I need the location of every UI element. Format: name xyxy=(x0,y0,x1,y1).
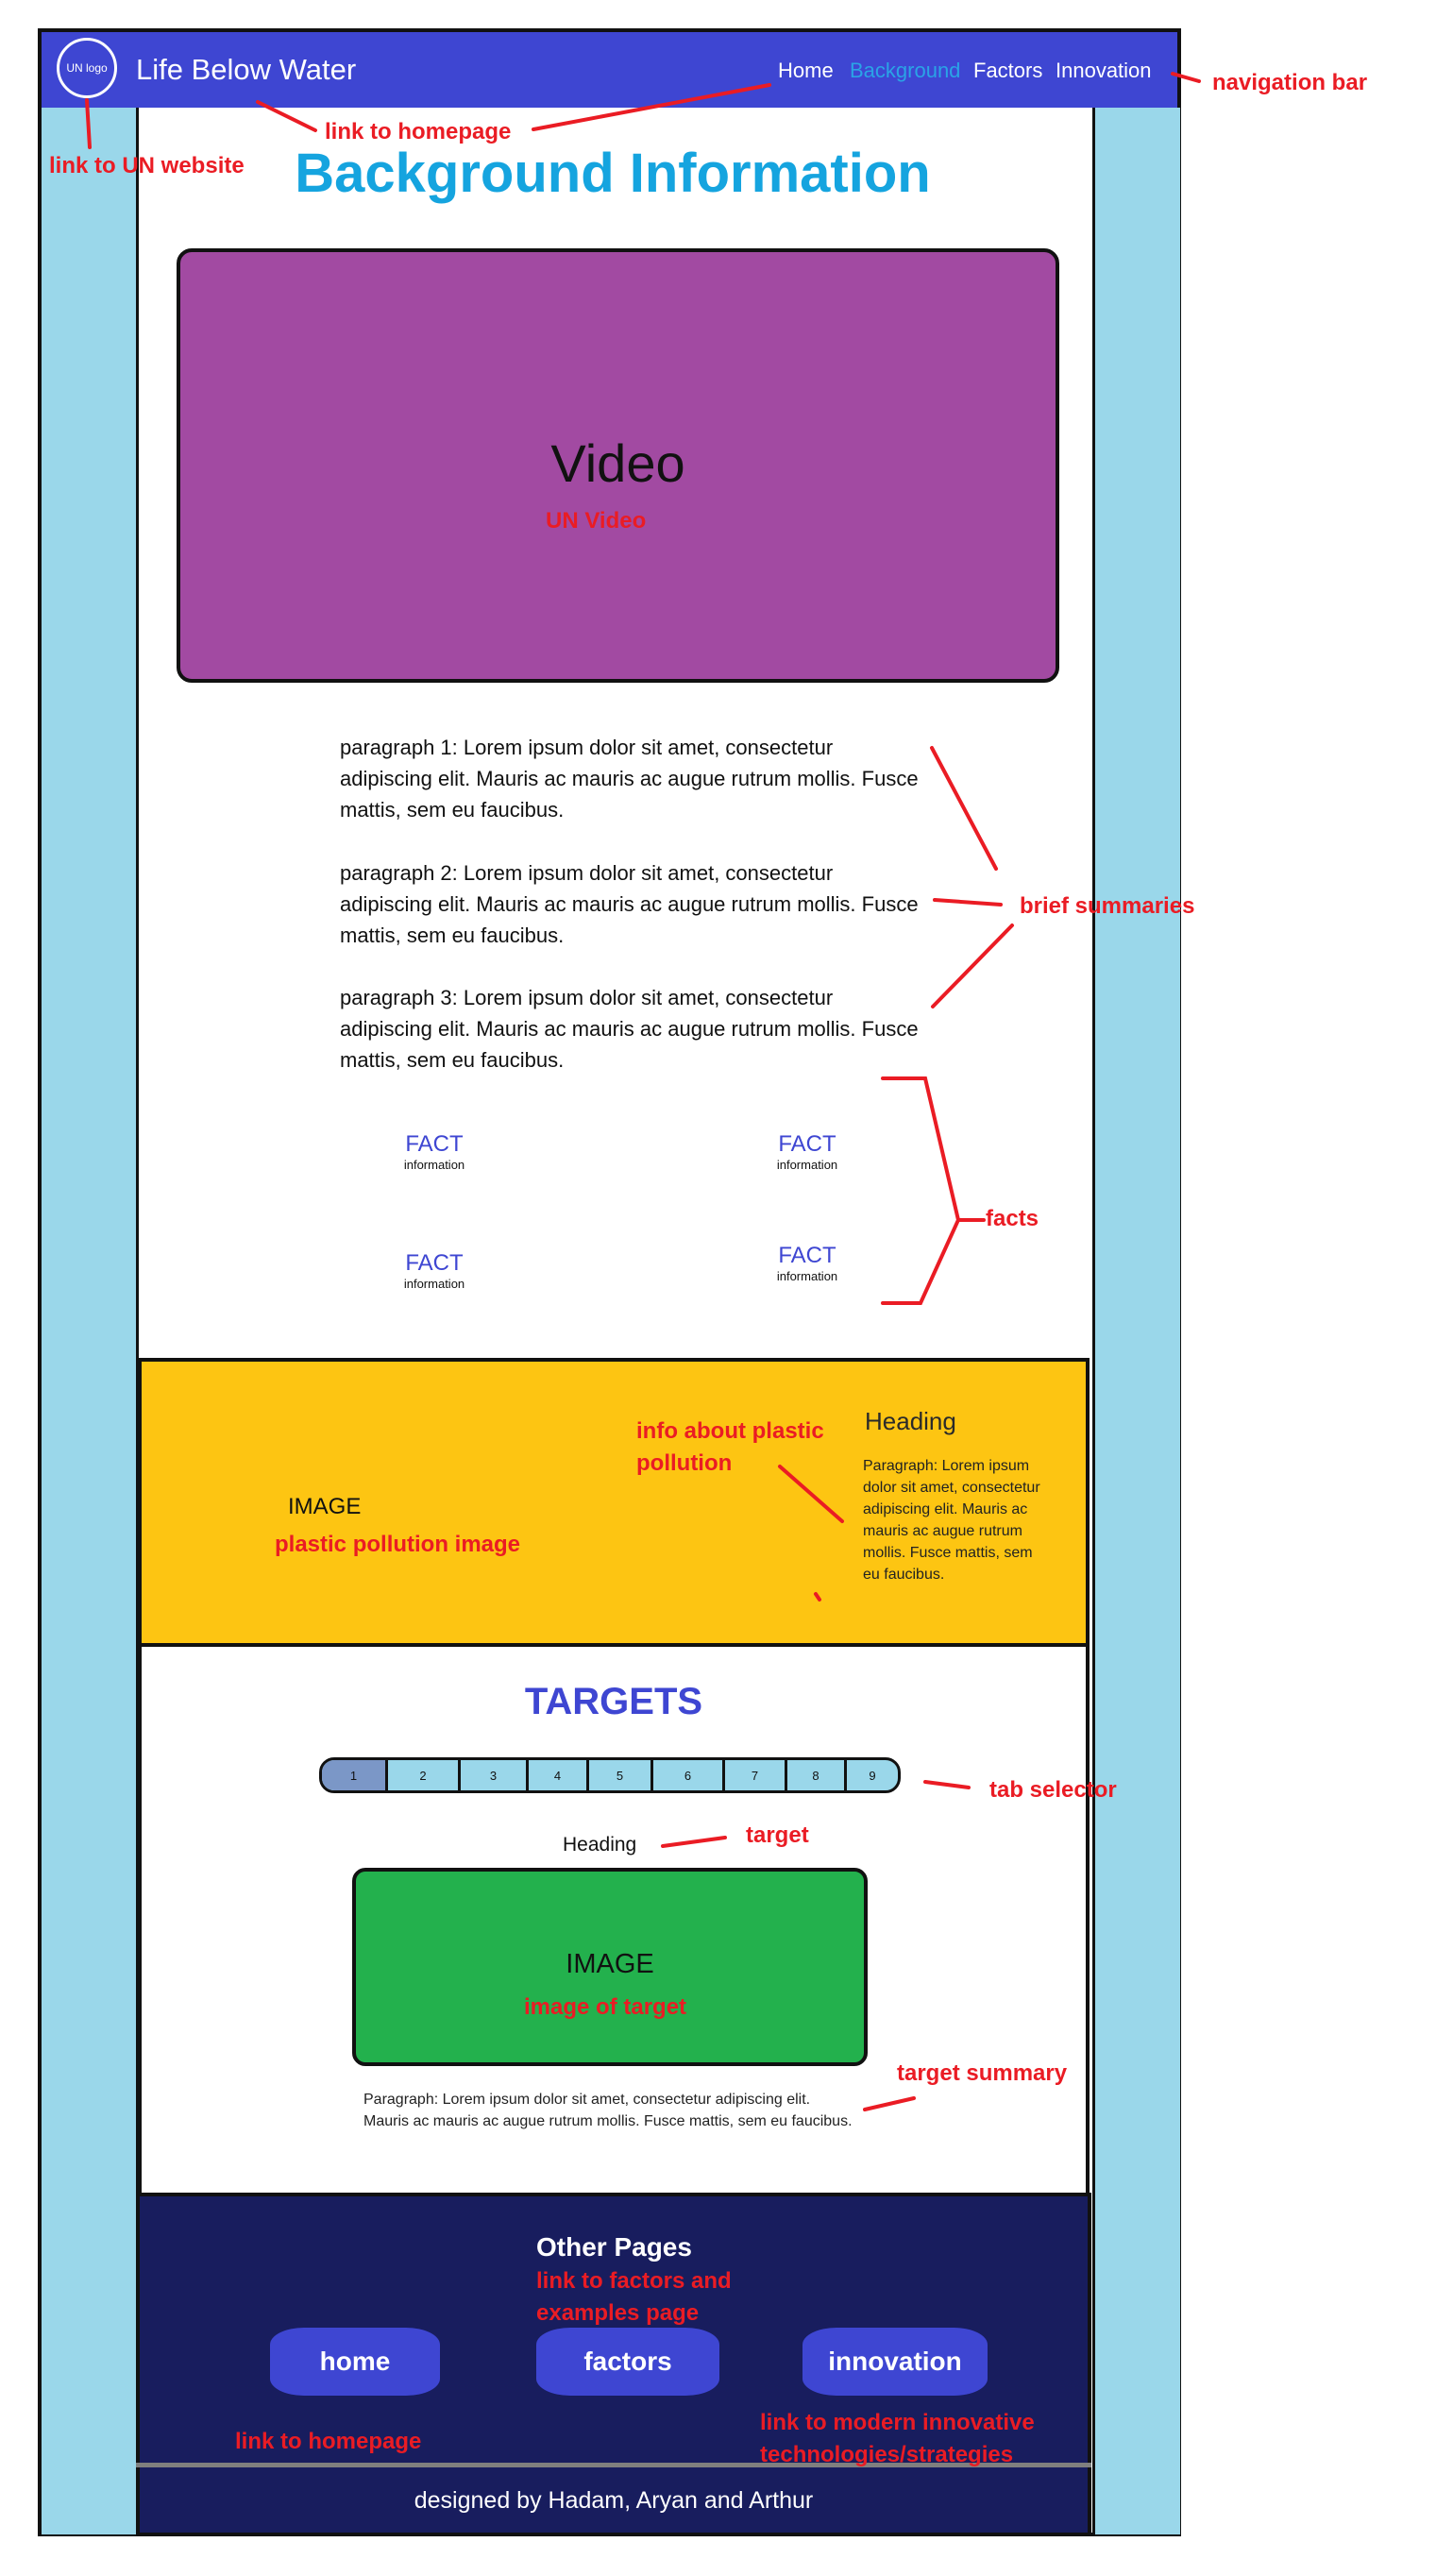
nav-link-innovation[interactable]: Innovation xyxy=(1056,59,1152,82)
fact-card: FACT information xyxy=(349,1131,519,1172)
annotation-link-factors: link to factors and xyxy=(536,2268,732,2294)
fact-title: FACT xyxy=(405,1131,464,1157)
annotation-target: target xyxy=(746,1822,809,1848)
pollution-heading: Heading xyxy=(865,1407,956,1435)
video-label: Video xyxy=(550,433,685,493)
annotation-line xyxy=(85,98,92,149)
target-tab[interactable]: 2 xyxy=(388,1760,461,1790)
annotation-info-plastic: pollution xyxy=(636,1450,733,1476)
footer-divider xyxy=(136,2463,1091,2467)
annotation-tab-selector: tab selector xyxy=(989,1777,1117,1803)
video-caption: UN Video xyxy=(546,508,647,534)
paragraph-2: paragraph 2: Lorem ipsum dolor sit amet,… xyxy=(340,861,919,947)
annotation-line xyxy=(923,1780,971,1789)
annotation-link-innovation: link to modern innovative xyxy=(760,2410,1035,2435)
target-image-label: IMAGE xyxy=(566,1949,654,1979)
home-button[interactable]: home xyxy=(270,2328,440,2396)
tab-selector: 1 2 3 4 5 6 7 8 9 xyxy=(319,1757,901,1793)
innovation-button[interactable]: innovation xyxy=(802,2328,988,2396)
annotation-line xyxy=(863,2096,916,2111)
video-player[interactable] xyxy=(177,248,1059,683)
fact-title: FACT xyxy=(778,1131,836,1157)
pollution-image: IMAGE xyxy=(288,1494,362,1519)
fact-card: FACT information xyxy=(722,1243,892,1283)
annotation-brief-summaries: brief summaries xyxy=(1020,893,1195,919)
target-paragraph: Paragraph: Lorem ipsum dolor sit amet, c… xyxy=(363,2092,853,2129)
footer-title: Other Pages xyxy=(536,2232,692,2262)
annotation-line xyxy=(931,924,1014,1008)
annotation-info-plastic: info about plastic xyxy=(636,1418,824,1444)
fact-card: FACT information xyxy=(722,1131,892,1172)
site-title-link[interactable]: Life Below Water xyxy=(136,53,357,86)
nav-link-background[interactable]: Background xyxy=(850,59,961,82)
fact-card: FACT information xyxy=(349,1250,519,1291)
fact-info: information xyxy=(776,1269,838,1283)
annotation-link-innovation: technologies/strategies xyxy=(760,2442,1014,2467)
right-sidebar xyxy=(1092,108,1180,2534)
annotation-line xyxy=(814,1592,821,1602)
annotation-line xyxy=(661,1836,727,1848)
target-tab[interactable]: 8 xyxy=(787,1760,847,1790)
annotation-line xyxy=(930,746,998,871)
target-image xyxy=(352,1868,868,2066)
annotation-link-to-homepage: link to homepage xyxy=(325,119,512,144)
logo-text: UN logo xyxy=(66,60,108,75)
annotation-plastic-image: plastic pollution image xyxy=(275,1532,521,1557)
pollution-paragraph: Paragraph: Lorem ipsum dolor sit amet, c… xyxy=(863,1458,1040,1583)
annotation-line xyxy=(881,1076,961,1305)
targets-title: TARGETS xyxy=(524,1681,703,1722)
annotation-facts: facts xyxy=(986,1206,1039,1231)
nav-link-factors[interactable]: Factors xyxy=(973,59,1043,82)
target-tab[interactable]: 7 xyxy=(725,1760,787,1790)
annotation-link-homepage-bottom: link to homepage xyxy=(235,2429,422,2454)
target-tab[interactable]: 3 xyxy=(461,1760,529,1790)
annotation-link-to-un: link to UN website xyxy=(49,153,245,178)
annotation-image-of-target: image of target xyxy=(524,1994,687,2020)
target-tab[interactable]: 6 xyxy=(653,1760,725,1790)
annotation-line xyxy=(778,1465,844,1523)
fact-info: information xyxy=(403,1277,465,1291)
paragraph-3: paragraph 3: Lorem ipsum dolor sit amet,… xyxy=(340,986,919,1072)
page-title: Background Information xyxy=(295,143,931,204)
plastic-pollution-section xyxy=(138,1358,1090,1647)
target-tab[interactable]: 1 xyxy=(322,1760,388,1790)
annotation-line xyxy=(1171,72,1201,83)
annotation-navigation-bar: navigation bar xyxy=(1212,70,1368,95)
footer-credit: designed by Hadam, Aryan and Arthur xyxy=(414,2487,814,2514)
target-tab[interactable]: 9 xyxy=(869,1768,876,1783)
annotation-line xyxy=(933,898,1003,907)
nav-link-home[interactable]: Home xyxy=(778,59,834,82)
fact-title: FACT xyxy=(778,1243,836,1268)
annotation-line xyxy=(256,100,317,132)
target-tab[interactable]: 5 xyxy=(589,1760,653,1790)
target-tab[interactable]: 4 xyxy=(529,1760,589,1790)
left-sidebar xyxy=(42,108,139,2534)
annotation-target-summary: target summary xyxy=(897,2060,1068,2086)
un-logo-link[interactable]: UN logo xyxy=(57,38,117,98)
target-heading: Heading xyxy=(563,1834,637,1856)
annotation-line xyxy=(532,83,771,131)
annotation-link-factors: examples page xyxy=(536,2300,700,2326)
fact-info: information xyxy=(403,1158,465,1172)
fact-title: FACT xyxy=(405,1250,464,1276)
factors-button[interactable]: factors xyxy=(536,2328,719,2396)
paragraph-1: paragraph 1: Lorem ipsum dolor sit amet,… xyxy=(340,736,919,822)
fact-info: information xyxy=(776,1158,838,1172)
navigation-bar xyxy=(42,32,1177,108)
